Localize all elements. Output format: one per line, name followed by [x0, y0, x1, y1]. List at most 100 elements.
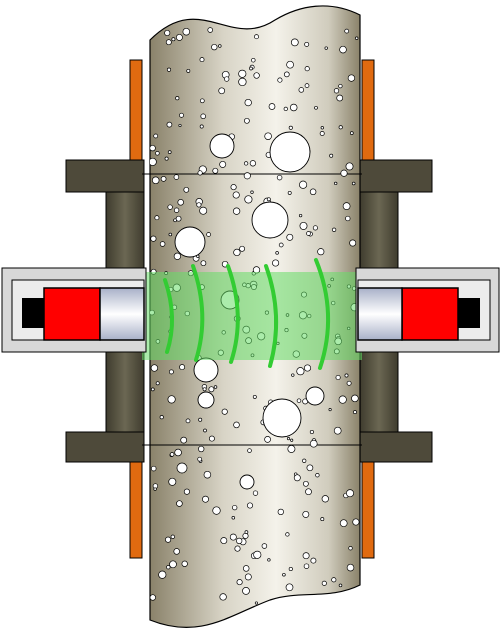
bubble-icon: [244, 117, 250, 124]
bubble-icon: [167, 395, 176, 404]
bubble-icon: [288, 125, 293, 130]
bubble-icon: [232, 207, 241, 215]
bubble-icon: [277, 508, 284, 516]
bubble-icon: [309, 439, 318, 448]
bubble-icon: [296, 398, 302, 403]
bubble-icon: [319, 131, 325, 136]
bubble-icon: [179, 364, 186, 371]
bubble-icon: [247, 448, 252, 453]
bubble-icon: [282, 572, 286, 577]
bubble-icon: [287, 445, 296, 453]
bubble-icon: [303, 563, 310, 569]
bubble-icon: [344, 28, 350, 34]
bubble-icon: [299, 180, 308, 189]
bubble-icon: [298, 213, 303, 218]
bubble-icon: [239, 245, 246, 252]
right-transducer: [355, 267, 500, 353]
bubble-icon: [212, 167, 219, 174]
bubble-icon: [208, 435, 215, 442]
bubble-icon: [346, 489, 354, 498]
bubble-icon: [288, 566, 293, 572]
bubble-icon: [233, 248, 241, 257]
bubble-icon: [347, 74, 356, 82]
bubble-icon: [329, 153, 334, 158]
bubble-icon: [338, 583, 343, 588]
bubble-icon: [333, 426, 342, 435]
bubble-icon: [328, 408, 332, 412]
sound-wave-icon: [163, 258, 331, 370]
bubble-icon: [268, 103, 276, 110]
bubble-icon: [238, 77, 247, 87]
bubble-icon: [202, 495, 209, 503]
bubble-icon: [199, 124, 204, 129]
bubble-icon: [335, 374, 341, 381]
bubble-icon: [287, 190, 292, 195]
bubble-icon: [165, 536, 172, 543]
bubble-icon: [261, 543, 268, 549]
bubble-icon: [306, 231, 311, 236]
bubble-icon: [252, 394, 257, 399]
bubble-icon: [186, 68, 191, 73]
bubble-icon: [304, 66, 310, 72]
bubble-icon: [167, 150, 172, 154]
bubble-icon: [302, 458, 307, 463]
bubble-icon: [234, 545, 241, 552]
bubble-icon: [158, 570, 167, 579]
bubble-icon: [155, 381, 160, 386]
bubble-icon: [334, 181, 338, 186]
bubble-icon: [320, 517, 325, 522]
bubble-icon: [209, 133, 235, 159]
bubble-icon: [253, 550, 262, 559]
bubble-icon: [151, 176, 160, 185]
bubble-icon: [166, 67, 172, 72]
bubble-icon: [197, 170, 203, 176]
bubble-icon: [285, 583, 294, 592]
bubble-icon: [218, 87, 226, 95]
bubble-icon: [290, 38, 299, 47]
bubble-icon: [286, 437, 291, 441]
bubble-icon: [160, 176, 167, 182]
gasket-top: [129, 59, 375, 173]
bubble-icon: [221, 408, 228, 415]
bubble-icon: [289, 103, 298, 112]
bubble-icon: [244, 573, 252, 581]
bubble-icon: [309, 188, 317, 196]
bubble-icon: [262, 398, 302, 438]
bubble-icon: [249, 66, 253, 71]
bubble-icon: [197, 391, 215, 409]
bubble-icon: [331, 227, 337, 232]
bubble-icon: [198, 417, 203, 422]
bubble-icon: [212, 506, 221, 515]
bubble-icon: [150, 144, 156, 152]
bubble-icon: [246, 502, 254, 509]
bubble-icon: [176, 462, 188, 474]
bubble-icon: [243, 172, 251, 180]
bubble-icon: [231, 516, 236, 520]
bubble-icon: [353, 410, 357, 415]
bubble-icon: [320, 126, 324, 130]
bubble-icon: [321, 495, 329, 503]
bubble-icon: [168, 369, 174, 375]
bubble-icon: [243, 161, 249, 166]
bubble-icon: [285, 532, 290, 537]
bubble-icon: [229, 533, 237, 541]
bubble-icon: [173, 548, 180, 555]
bubble-icon: [175, 96, 180, 101]
bubble-icon: [155, 151, 160, 156]
bubble-icon: [199, 206, 208, 215]
bubble-icon: [351, 181, 356, 186]
bubble-icon: [250, 190, 254, 194]
bubble-icon: [286, 233, 294, 241]
bubble-icon: [179, 112, 184, 118]
bubble-icon: [183, 186, 190, 193]
bubble-icon: [355, 36, 359, 40]
bubble-icon: [177, 199, 184, 206]
bubble-icon: [202, 387, 207, 392]
bubble-icon: [150, 594, 156, 601]
bubble-icon: [150, 465, 157, 472]
bubble-icon: [154, 215, 160, 221]
bubble-icon: [175, 215, 182, 222]
bubble-icon: [305, 386, 325, 406]
bubble-icon: [309, 429, 314, 435]
bubble-icon: [331, 577, 337, 583]
